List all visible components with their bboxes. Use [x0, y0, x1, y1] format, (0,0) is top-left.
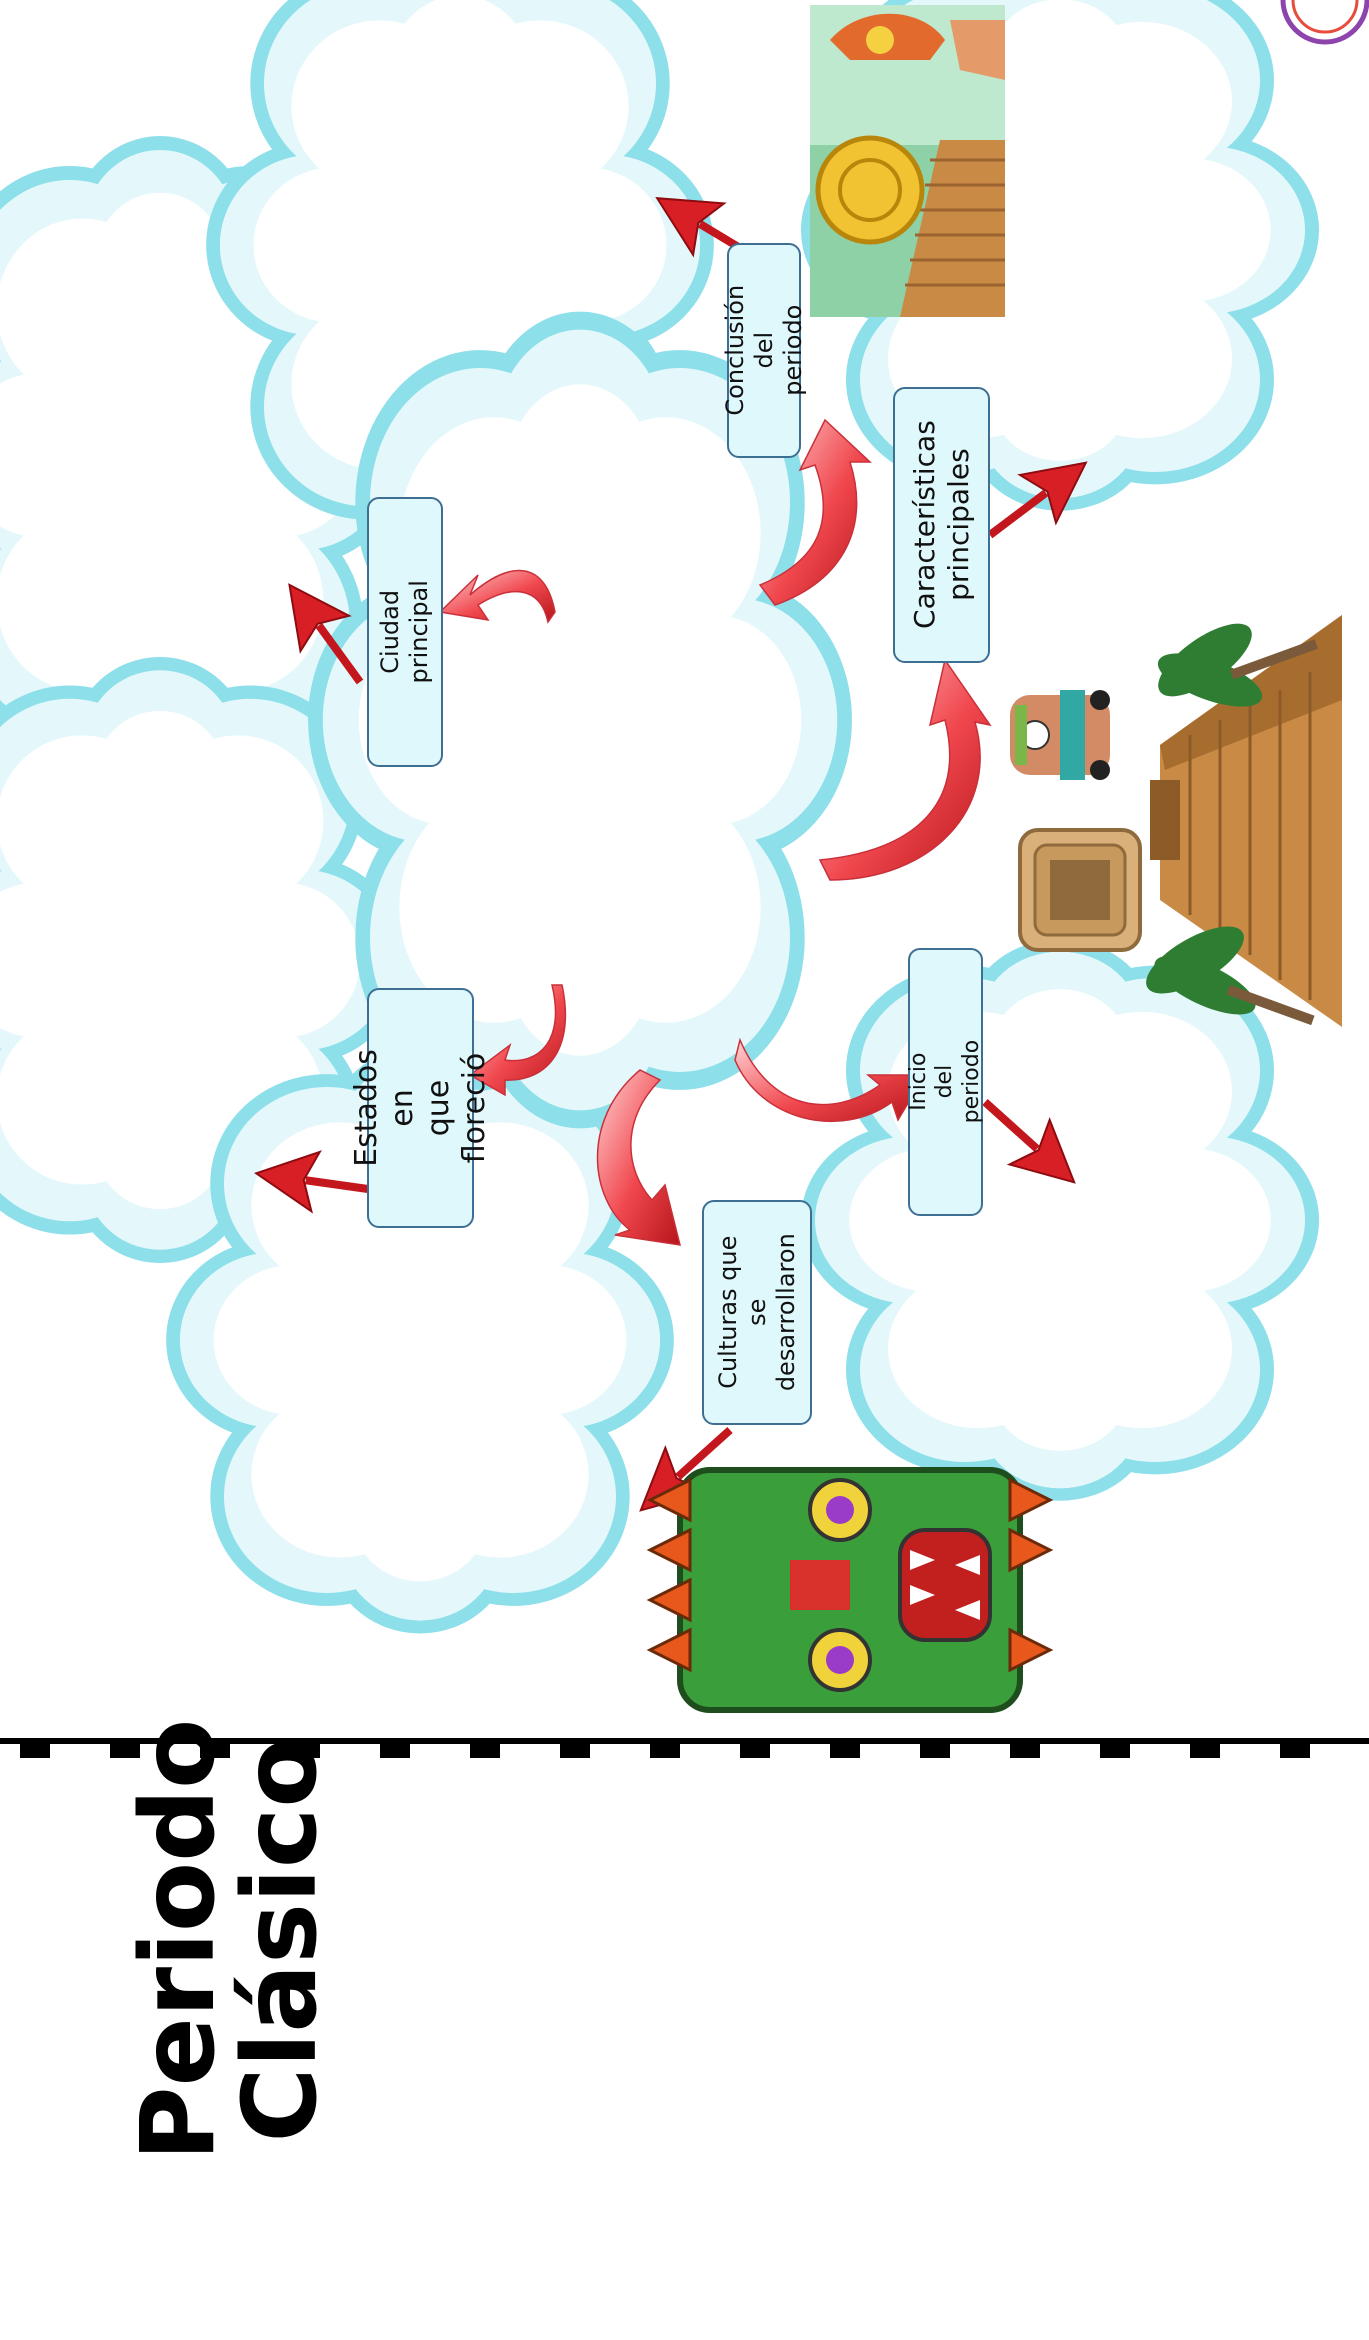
curved-arrow-to-conclusion [758, 418, 872, 606]
curved-arrow-to-estados [468, 984, 567, 1097]
decorative-pattern-border [0, 1738, 1369, 1758]
curved-arrow-to-caracteristicas [818, 658, 992, 881]
logo-badge [1280, 0, 1369, 45]
cloud-bottom-right [815, 952, 1305, 1489]
maya-mask-illustration [646, 1467, 1054, 1713]
label-estados-text: Estados en que floreció [348, 1049, 492, 1167]
maya-glyph-tile-icon [1018, 828, 1142, 952]
label-caracteristicas-text: Características principales [907, 420, 975, 630]
maya-calendar-illustration [810, 5, 1005, 317]
label-inicio-text: Inicio del periodo [905, 1040, 984, 1124]
central-title-text: Periodo Clásico [119, 1718, 340, 2162]
label-conclusion: Conclusión del periodo [721, 243, 806, 458]
curved-arrow-to-culturas [596, 1069, 682, 1246]
label-ciudad: Ciudad principal [367, 497, 443, 767]
label-inicio: Inicio del periodo [905, 948, 984, 1216]
maya-warrior-icon [1010, 690, 1110, 780]
label-conclusion-text: Conclusión del periodo [720, 285, 807, 416]
mind-map-canvas [0, 0, 1369, 1758]
label-estados: Estados en que floreció [349, 988, 492, 1228]
label-caracteristicas: Características principales [893, 387, 990, 663]
curved-arrows [438, 418, 992, 1246]
label-culturas: Culturas que se desarrollaron [702, 1200, 812, 1425]
label-ciudad-text: Ciudad principal [376, 580, 434, 684]
central-title: Periodo Clásico [119, 1540, 340, 2340]
maya-pyramid-illustration [1146, 615, 1342, 1027]
label-culturas-text: Culturas que se desarrollaron [713, 1233, 800, 1392]
